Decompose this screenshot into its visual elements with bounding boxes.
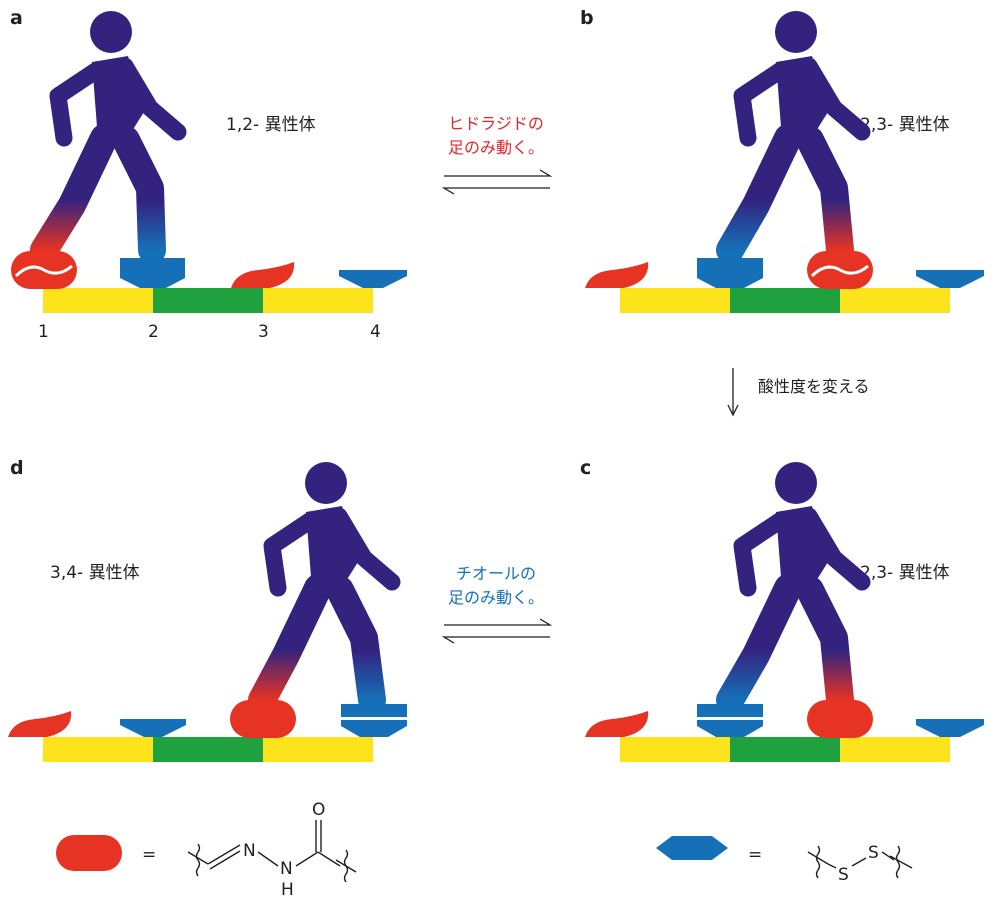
walker-figure-c xyxy=(716,462,871,714)
blue-foot-bound-c xyxy=(697,704,763,737)
equilibrium-arrow-ab xyxy=(441,169,553,195)
red-site-1-d xyxy=(8,711,72,737)
transition-bc-label: 酸性度を変える xyxy=(758,377,870,396)
atom-h: H xyxy=(281,880,294,900)
transition-ab-line1: ヒドラジドの xyxy=(448,114,544,133)
track-c xyxy=(620,737,950,762)
red-site-1-b xyxy=(585,262,649,288)
atom-n2: N xyxy=(280,859,293,879)
red-site-1-c xyxy=(585,711,649,737)
walker-head-c xyxy=(775,462,817,504)
red-foot-bound-b xyxy=(807,251,873,289)
walker-head-b xyxy=(775,11,817,53)
red-foot-bound-d xyxy=(230,700,296,738)
legend-hydrazone-equals: = xyxy=(142,845,156,865)
transition-dc-line2: 足のみ動く。 xyxy=(448,588,544,607)
blue-site-4-b xyxy=(916,270,984,288)
panel-b: b 2,3- 異性体 xyxy=(580,7,984,313)
blue-site-4-a xyxy=(339,270,407,288)
disulfide-structure xyxy=(807,845,913,879)
panel-a: a 1,2- 異性体 1 2 3 4 xyxy=(10,7,407,342)
isomer-label-c: 2,3- 異性体 xyxy=(860,563,950,583)
blue-site-2-d xyxy=(120,719,186,737)
walker-figure-b xyxy=(716,11,871,264)
position-3-label: 3 xyxy=(258,322,269,342)
isomer-label-a: 1,2- 異性体 xyxy=(226,115,316,135)
red-site-3-a xyxy=(231,262,295,288)
track-a xyxy=(43,288,373,313)
atom-o: O xyxy=(312,800,325,820)
track-d xyxy=(43,737,373,762)
hydrazone-structure xyxy=(187,820,357,883)
blue-foot-bound-a xyxy=(120,258,185,288)
track-b xyxy=(620,288,950,313)
position-4-label: 4 xyxy=(370,322,381,342)
atom-s2: S xyxy=(868,843,879,863)
walker-figure-d xyxy=(248,462,401,714)
legend-red-foot xyxy=(56,835,122,871)
panel-letter-d: d xyxy=(10,457,24,479)
transition-ab: ヒドラジドの 足のみ動く。 xyxy=(441,114,553,195)
legend-disulfide: = S S xyxy=(656,836,913,885)
equilibrium-arrow-dc xyxy=(441,618,553,644)
atom-n1: N xyxy=(243,841,256,861)
blue-foot-bound-d xyxy=(341,704,407,737)
panel-c: c 2,3- 異性体 xyxy=(580,457,984,762)
legend-disulfide-equals: = xyxy=(748,845,762,865)
panel-d: d 3,4- 異性体 xyxy=(8,457,407,762)
walker-head-a xyxy=(90,11,132,53)
blue-site-4-c xyxy=(916,719,984,737)
isomer-label-b: 2,3- 異性体 xyxy=(860,115,950,135)
transition-bc: 酸性度を変える xyxy=(727,368,870,417)
transition-dc: チオールの 足のみ動く。 xyxy=(441,564,553,644)
transition-dc-line1: チオールの xyxy=(456,564,536,583)
position-2-label: 2 xyxy=(148,322,159,342)
panel-letter-c: c xyxy=(580,457,591,479)
isomer-label-d: 3,4- 異性体 xyxy=(50,563,140,583)
walker-figure-a xyxy=(30,11,187,264)
transition-ab-line2: 足のみ動く。 xyxy=(448,138,544,157)
red-foot-bound-a xyxy=(11,251,77,289)
legend-blue-foot xyxy=(656,836,728,860)
legend-hydrazone: = N N H O xyxy=(56,800,357,900)
position-1-label: 1 xyxy=(38,322,49,342)
atom-s1: S xyxy=(838,865,849,885)
panel-letter-a: a xyxy=(10,7,23,29)
red-foot-bound-c xyxy=(807,700,873,738)
panel-letter-b: b xyxy=(580,7,594,29)
walker-head-d xyxy=(305,462,347,504)
blue-foot-bound-b xyxy=(697,258,763,288)
